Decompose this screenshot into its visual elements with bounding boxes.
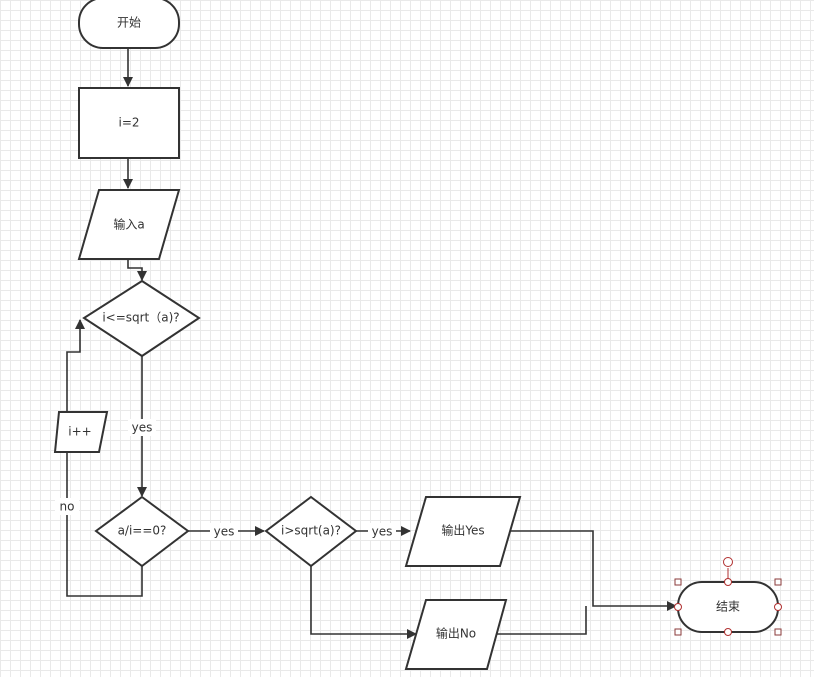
node-start[interactable]: 开始	[78, 0, 180, 49]
edge-out-yes-to-end[interactable]	[510, 530, 677, 611]
edge-label-loop-yes-text: yes	[132, 421, 153, 435]
node-divisible-condition-label: a/i==0?	[118, 524, 167, 538]
node-output-no-label: 输出No	[436, 626, 476, 641]
connect-point-right[interactable]	[774, 603, 782, 611]
resize-handle-top-right[interactable]	[774, 578, 782, 586]
node-input[interactable]: 输入a	[77, 189, 181, 260]
rotate-handle[interactable]	[723, 557, 733, 567]
resize-handle-bottom-right[interactable]	[774, 628, 782, 636]
node-init-label: i=2	[118, 116, 139, 130]
edge-label-end-yes: yes	[368, 523, 396, 540]
edge-input-to-loop-cond[interactable]	[127, 259, 147, 281]
edge-label-loop-yes: yes	[128, 419, 156, 436]
node-increment[interactable]: i++	[53, 411, 109, 453]
edges	[66, 48, 677, 639]
edge-label-div-yes-text: yes	[214, 525, 235, 539]
node-output-yes-label: 输出Yes	[441, 523, 484, 538]
connect-point-bottom[interactable]	[724, 628, 732, 636]
node-start-label: 开始	[117, 16, 141, 30]
node-input-label: 输入a	[113, 217, 144, 232]
node-loop-condition[interactable]: i<=sqrt（a)?	[82, 279, 201, 358]
edge-label-div-yes: yes	[210, 523, 238, 540]
edge-incr-to-loop-cond[interactable]	[66, 319, 85, 412]
edge-div-cond-to-incr[interactable]	[66, 452, 143, 597]
node-divisible-condition[interactable]: a/i==0?	[94, 495, 190, 568]
node-init[interactable]: i=2	[78, 87, 180, 159]
node-end[interactable]: 结束	[677, 581, 779, 633]
edge-out-no-to-end[interactable]	[494, 606, 587, 635]
edge-label-div-no-text: no	[60, 500, 75, 514]
node-increment-label: i++	[68, 425, 91, 439]
node-end-label: 结束	[716, 600, 740, 614]
connect-point-left[interactable]	[674, 603, 682, 611]
resize-handle-bottom-left[interactable]	[674, 628, 682, 636]
node-loop-condition-label: i<=sqrt（a)?	[102, 311, 179, 325]
selection-handles	[674, 557, 782, 636]
edge-label-end-yes-text: yes	[372, 525, 393, 539]
edge-end-cond-to-out-no[interactable]	[310, 566, 417, 639]
node-end-condition[interactable]: i>sqrt(a)?	[264, 495, 358, 568]
resize-handle-top-left[interactable]	[674, 578, 682, 586]
edge-label-div-no: no	[55, 498, 79, 515]
node-output-no[interactable]: 输出No	[404, 599, 508, 670]
node-end-condition-label: i>sqrt(a)?	[281, 524, 341, 538]
node-output-yes[interactable]: 输出Yes	[404, 496, 522, 567]
connect-point-top[interactable]	[724, 578, 732, 586]
